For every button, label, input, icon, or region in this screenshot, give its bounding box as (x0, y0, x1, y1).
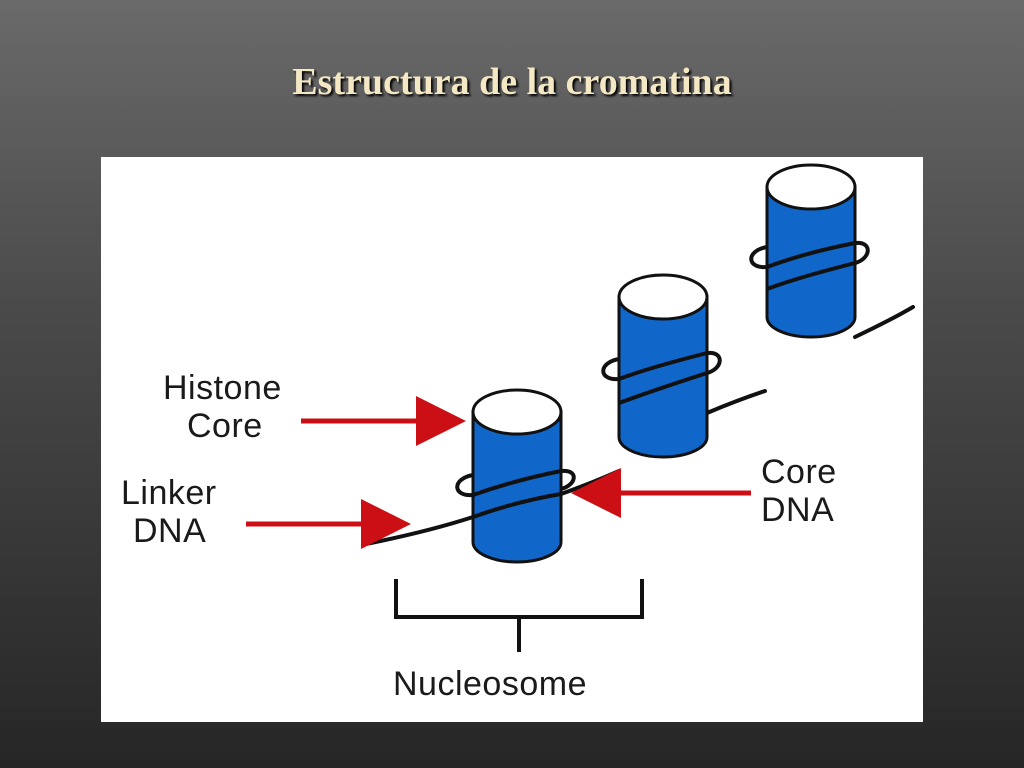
linker-dna-label: Linker DNA (121, 474, 217, 550)
histone-cylinder-2 (617, 273, 709, 459)
slide-title: Estructura de la cromatina (292, 61, 732, 103)
core-dna-label: Core DNA (761, 453, 837, 529)
nucleosome-diagram (246, 163, 915, 652)
nucleosome-bracket (394, 579, 644, 652)
histone-core-label: Histone Core (163, 369, 282, 445)
core-dna-wrap-3 (749, 240, 870, 291)
diagram-panel: Histone Core Linker DNA Core DNA Nucleos… (101, 157, 923, 722)
nucleosome-label: Nucleosome (393, 665, 587, 703)
histone-cylinder-1 (471, 388, 563, 564)
core-dna-wrap-2 (601, 350, 722, 405)
histone-cylinder-3 (765, 163, 857, 339)
